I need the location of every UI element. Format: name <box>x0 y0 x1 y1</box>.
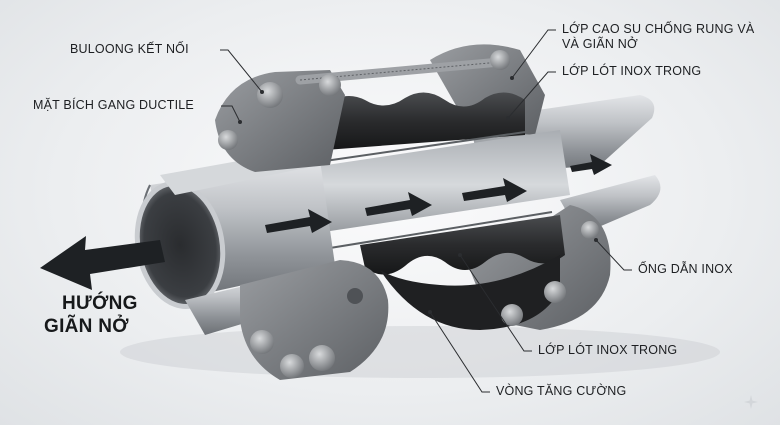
label-liner-bottom: LỚP LÓT INOX TRONG <box>538 343 678 357</box>
label-rubber-line1: LỚP CAO SU CHỐNG RUNG VÀ <box>562 22 755 36</box>
label-liner-top: LỚP LÓT INOX TRONG <box>562 64 702 78</box>
direction-label-line1: HƯỚNG <box>62 293 138 314</box>
label-bolt: BULOONG KẾT NỐI <box>70 42 189 56</box>
sparkle-icon <box>744 395 758 409</box>
label-rubber-line2: VÀ GIÃN NỞ <box>562 37 638 51</box>
label-ring: VÒNG TĂNG CƯỜNG <box>496 384 627 398</box>
label-pipe: ỐNG DẪN INOX <box>638 262 733 276</box>
label-flange: MẶT BÍCH GANG DUCTILE <box>33 98 194 112</box>
direction-label-line2: GIÃN NỞ <box>44 316 129 337</box>
